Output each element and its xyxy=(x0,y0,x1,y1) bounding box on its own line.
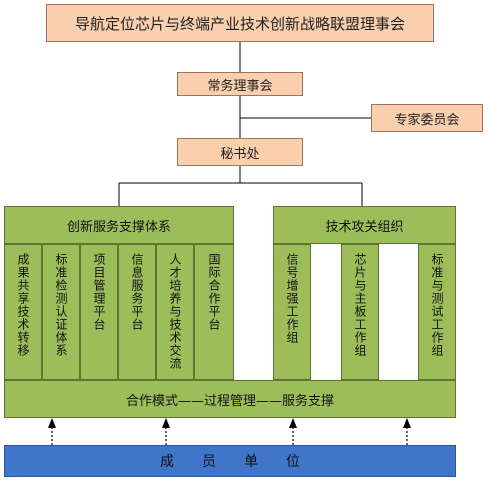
council-box: 导航定位芯片与终端产业技术创新战略联盟理事会 xyxy=(46,4,434,42)
standing-council-label: 常务理事会 xyxy=(207,78,273,94)
service-item-label: 人才培养与技术交流 xyxy=(168,253,182,370)
service-system-header: 创新服务支撑体系 xyxy=(4,206,234,244)
tech-item-chip-board: 芯片与主板工作组 xyxy=(341,244,379,380)
cooperation-bar: 合作模式——过程管理——服务支撑 xyxy=(4,380,456,418)
service-item-label: 项目管理平台 xyxy=(92,253,106,331)
tech-org-header: 技术攻关组织 xyxy=(273,206,456,244)
expert-committee-box: 专家委员会 xyxy=(371,104,483,132)
secretariat-box: 秘书处 xyxy=(177,138,303,166)
service-item-standards-certification: 标准检测认证体系 xyxy=(42,244,80,380)
standing-council-box: 常务理事会 xyxy=(177,72,303,96)
tech-item-label: 信号增强工作组 xyxy=(285,253,299,344)
service-item-talent-exchange: 人才培养与技术交流 xyxy=(156,244,194,380)
council-label: 导航定位芯片与终端产业技术创新战略联盟理事会 xyxy=(74,14,405,33)
expert-committee-label: 专家委员会 xyxy=(394,112,460,128)
service-item-tech-transfer: 成果共享技术转移 xyxy=(4,244,42,380)
member-units-label: 成 员 单 位 xyxy=(160,454,300,470)
service-item-label: 成果共享技术转移 xyxy=(16,253,30,357)
service-item-project-management: 项目管理平台 xyxy=(80,244,118,380)
service-item-label: 信息服务平台 xyxy=(130,253,144,331)
service-item-international-cooperation: 国际合作平台 xyxy=(194,244,234,380)
service-system-title: 创新服务支撑体系 xyxy=(66,219,171,235)
arrow-up-icon xyxy=(48,418,56,428)
arrow-up-icon xyxy=(289,418,297,428)
tech-item-label: 芯片与主板工作组 xyxy=(353,253,367,357)
member-units-bar: 成 员 单 位 xyxy=(4,445,456,477)
tech-item-label: 标准与测试工作组 xyxy=(430,253,444,357)
arrow-up-icon xyxy=(162,418,170,428)
service-item-label: 国际合作平台 xyxy=(207,253,221,331)
tech-item-standards-testing: 标准与测试工作组 xyxy=(418,244,456,380)
service-item-label: 标准检测认证体系 xyxy=(54,253,68,357)
service-item-information-service: 信息服务平台 xyxy=(118,244,156,380)
secretariat-label: 秘书处 xyxy=(220,146,260,162)
cooperation-label: 合作模式——过程管理——服务支撑 xyxy=(125,393,334,409)
tech-org-title: 技术攻关组织 xyxy=(325,219,404,235)
tech-item-signal-enhancement: 信号增强工作组 xyxy=(273,244,311,380)
arrow-up-icon xyxy=(403,418,411,428)
